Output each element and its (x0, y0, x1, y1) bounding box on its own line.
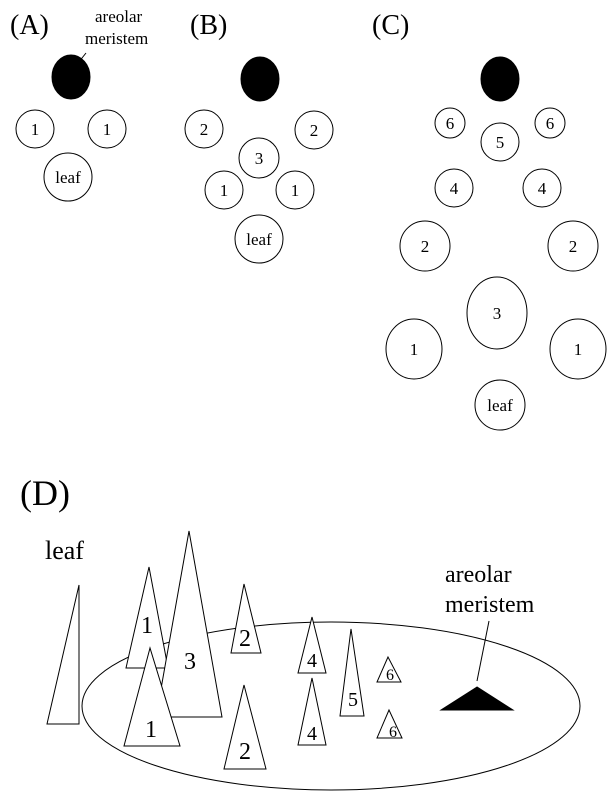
primordium-number: 2 (200, 120, 209, 139)
areolar-label: areolar (445, 562, 512, 588)
primordium-number: 1 (220, 181, 229, 200)
primordium-number: 1 (31, 120, 40, 139)
primordium-number: 4 (307, 723, 317, 745)
leaf-circle (43, 152, 93, 202)
primordium-number: 6 (386, 667, 394, 684)
primordium-cone (339, 628, 365, 717)
areolar-label: areolar (95, 7, 143, 26)
primordium-circle (385, 318, 443, 380)
primordium-circle (434, 107, 466, 139)
primordium-number: 3 (184, 649, 196, 675)
primordium-number: 3 (493, 304, 502, 323)
primordium-number: 6 (446, 114, 455, 133)
panel-c-label: (C) (372, 10, 409, 41)
primordium-cone (297, 677, 327, 746)
primordium-cone (376, 655, 402, 683)
areolar-meristem-dot (480, 56, 520, 102)
panel-b-label: (B) (190, 10, 227, 41)
primordium-circle (184, 109, 224, 149)
primordium-number: 2 (239, 626, 251, 652)
leaf-label: leaf (487, 396, 513, 415)
meristem-label: meristem (445, 592, 535, 618)
leaf-label: leaf (246, 230, 272, 249)
leaf-label: leaf (45, 536, 84, 565)
areolar-meristem-mound (439, 686, 515, 711)
annotation-pointer-line (476, 620, 490, 682)
primordium-number: 2 (421, 237, 430, 256)
primordium-circle (466, 276, 528, 350)
primordium-circle (294, 110, 334, 150)
primordium-cone (376, 708, 403, 739)
areolar-meristem-dot (240, 56, 280, 102)
primordium-cone (223, 684, 267, 770)
primordium-number: 2 (310, 121, 319, 140)
primordium-number: 2 (239, 739, 251, 765)
areolar-meristem-dot (51, 54, 91, 100)
primordium-circle (480, 122, 520, 162)
panel-d-label: (D) (20, 473, 70, 513)
primordium-number: 1 (145, 717, 157, 743)
primordium-circle (547, 220, 599, 272)
primordium-circle (275, 170, 315, 210)
primordium-circle (204, 170, 244, 210)
primordium-number: 5 (496, 133, 505, 152)
primordium-number: 5 (348, 689, 358, 711)
primordium-number: 1 (410, 340, 419, 359)
primordium-cone (155, 530, 223, 718)
primordium-circle (522, 168, 562, 208)
primordium-circle (534, 107, 566, 139)
leaf-circle (474, 379, 526, 431)
primordium-circle (15, 109, 55, 149)
primordium-cone (297, 616, 327, 674)
primordium-cone (123, 646, 181, 747)
panel-b: (B) 2 2 3 1 1 leaf (184, 10, 334, 264)
panel-c: (C) 6 6 5 4 4 2 2 3 1 1 leaf (372, 10, 607, 431)
panel-a: (A) areolar meristem 1 1 leaf (10, 7, 148, 202)
leaf-circle (234, 214, 284, 264)
leaf-label: leaf (55, 168, 81, 187)
primordium-circle (549, 318, 607, 380)
primordium-number: 6 (546, 114, 555, 133)
primordium-circle (434, 168, 474, 208)
primordium-number: 4 (538, 179, 547, 198)
primordium-circle (87, 109, 127, 149)
panel-d: (D) leaf 1 3 2 4 5 6 1 2 4 6 areolar mer… (20, 473, 581, 791)
primordium-number: 1 (574, 340, 583, 359)
leaf-blade (46, 584, 80, 725)
primordium-number: 2 (569, 237, 578, 256)
primordium-number: 6 (389, 724, 397, 741)
primordium-number: 1 (141, 613, 153, 639)
primordium-circle (238, 137, 280, 179)
primordium-cone (230, 583, 262, 654)
primordium-number: 1 (291, 181, 300, 200)
meristem-label: meristem (85, 29, 148, 48)
primordium-number: 4 (450, 179, 459, 198)
primordium-number: 1 (103, 120, 112, 139)
primordium-number: 3 (255, 149, 264, 168)
panel-a-label: (A) (10, 10, 49, 41)
primordium-number: 4 (307, 650, 317, 672)
primordium-circle (399, 220, 451, 272)
